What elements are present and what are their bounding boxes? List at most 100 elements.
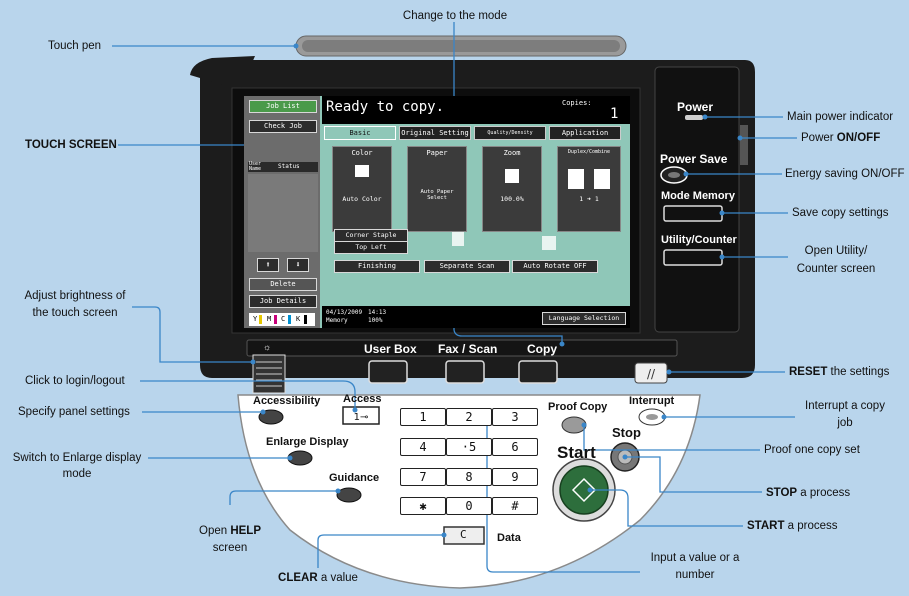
callout-input-2: number [675, 569, 715, 581]
scroll-up-button[interactable]: ⬆ [257, 258, 279, 272]
tile-paper-title: Paper [426, 149, 448, 157]
tile-color[interactable]: Color Auto Color [332, 146, 392, 232]
power-save-label: Power Save [660, 152, 728, 166]
clear-suffix: a value [317, 572, 358, 584]
callout-start: START a process [747, 519, 838, 534]
key-4[interactable]: 4 [400, 438, 446, 456]
proof-copy-label: Proof Copy [548, 401, 608, 413]
copy-button[interactable] [519, 361, 557, 383]
access-button[interactable] [343, 407, 379, 424]
copies-value: 1 [610, 106, 619, 122]
enlarge-display-label: Enlarge Display [266, 436, 349, 448]
fax-scan-button[interactable] [446, 361, 484, 383]
language-selection-button[interactable]: Language Selection [542, 312, 626, 325]
delete-button[interactable]: Delete [249, 278, 317, 291]
mode-memory-label: Mode Memory [661, 190, 735, 202]
callout-proof-one: Proof one copy set [764, 444, 860, 456]
tab-application[interactable]: Application [549, 126, 621, 140]
power-on-off-bold: ON/OFF [836, 132, 881, 144]
interrupt-label: Interrupt [629, 395, 675, 407]
reset-suffix: the settings [827, 366, 890, 378]
tile-duplex-value: 1 ➜ 1 [579, 195, 599, 203]
svg-text://: // [647, 367, 656, 381]
callout-open-utility-2: Counter screen [796, 263, 876, 275]
callout-interrupt-1: Interrupt a copy [805, 400, 885, 412]
interrupt-button[interactable] [639, 409, 665, 425]
copies-label: Copies: [562, 99, 592, 107]
guidance-button[interactable] [337, 488, 361, 502]
tile-duplex-title: Duplex/Combine [567, 149, 611, 155]
job-details-button[interactable]: Job Details [249, 295, 317, 308]
touch-screen[interactable]: Job List Check Job User Name Status ⬆ ⬇ … [244, 96, 630, 328]
key-asterisk[interactable]: ✱ [400, 497, 446, 515]
key-hash[interactable]: # [492, 497, 538, 515]
col-user-name: User Name [249, 161, 262, 172]
user-box-label: User Box [364, 342, 417, 356]
utility-counter-label: Utility/Counter [661, 234, 737, 246]
callout-help-1: Open HELP [180, 524, 280, 539]
user-box-button[interactable] [369, 361, 407, 383]
callout-save-copy: Save copy settings [792, 207, 889, 219]
stop-button[interactable] [611, 443, 639, 471]
help-bold: HELP [230, 525, 261, 537]
key-0[interactable]: 0 [446, 497, 492, 515]
callout-interrupt-2: job [837, 417, 853, 429]
tile-zoom-value: 100.0% [500, 195, 524, 203]
tile-duplex[interactable]: Duplex/Combine 1 ➜ 1 [557, 146, 621, 232]
guidance-label: Guidance [329, 472, 380, 484]
auto-rotate-button[interactable]: Auto Rotate OFF [512, 260, 598, 273]
power-save-button[interactable] [661, 167, 687, 183]
callout-brightness-2: the touch screen [32, 307, 118, 319]
callout-change-mode: Change to the mode [402, 10, 508, 22]
start-button[interactable] [553, 459, 615, 521]
mode-memory-button[interactable] [664, 206, 722, 221]
key-6[interactable]: 6 [492, 438, 538, 456]
key-5[interactable]: ·5 [446, 438, 492, 456]
utility-counter-button[interactable] [664, 250, 722, 265]
callout-panel-settings: Specify panel settings [18, 406, 130, 418]
tile-zoom[interactable]: Zoom 100.0% [482, 146, 542, 232]
check-job-button[interactable]: Check Job [249, 120, 317, 133]
toner-k: K [296, 315, 301, 323]
data-label: Data [497, 532, 521, 544]
start-label: Start [557, 443, 596, 462]
finishing-button[interactable]: Finishing [334, 260, 420, 273]
scroll-down-button[interactable]: ⬇ [287, 258, 309, 272]
key-7[interactable]: 7 [400, 468, 446, 486]
reset-button[interactable] [635, 363, 667, 383]
brightness-dial[interactable] [253, 355, 285, 393]
tab-quality-density[interactable]: Quality/Density [474, 126, 546, 140]
start-suffix: a process [784, 520, 838, 532]
callout-help-2: screen [212, 542, 248, 554]
svg-text:1⊸: 1⊸ [354, 412, 369, 423]
separate-scan-button[interactable]: Separate Scan [424, 260, 510, 273]
key-3[interactable]: 3 [492, 408, 538, 426]
tab-basic[interactable]: Basic [324, 126, 396, 140]
time: 14:13 [368, 309, 387, 316]
enlarge-display-button[interactable] [288, 451, 312, 465]
callout-power-on-off: Power ON/OFF [801, 131, 880, 146]
date: 04/13/2009 [326, 309, 363, 316]
key-2[interactable]: 2 [446, 408, 492, 426]
clear-key[interactable]: C [460, 528, 467, 541]
accessibility-button[interactable] [259, 410, 283, 424]
memory-value: 100% [368, 317, 383, 324]
callout-brightness-1: Adjust brightness of [24, 290, 126, 302]
toner-indicator: Y M C K [249, 313, 315, 326]
start-bold: START [747, 520, 785, 532]
key-9[interactable]: 9 [492, 468, 538, 486]
copy-label: Copy [527, 342, 557, 356]
proof-copy-button[interactable] [562, 417, 586, 433]
callout-login: Click to login/logout [25, 375, 125, 387]
key-8[interactable]: 8 [446, 468, 492, 486]
key-1[interactable]: 1 [400, 408, 446, 426]
job-list-area [248, 174, 318, 252]
job-table-header: User Name Status [248, 162, 318, 172]
job-list-button[interactable]: Job List [249, 100, 317, 113]
memory-label: Memory [326, 317, 348, 324]
tile-paper[interactable]: Paper Auto Paper Select [407, 146, 467, 232]
tab-original-setting[interactable]: Original Setting [399, 126, 471, 140]
tile-color-title: Color [351, 149, 373, 157]
help-prefix: Open [199, 525, 231, 537]
access-label: Access [343, 393, 382, 405]
